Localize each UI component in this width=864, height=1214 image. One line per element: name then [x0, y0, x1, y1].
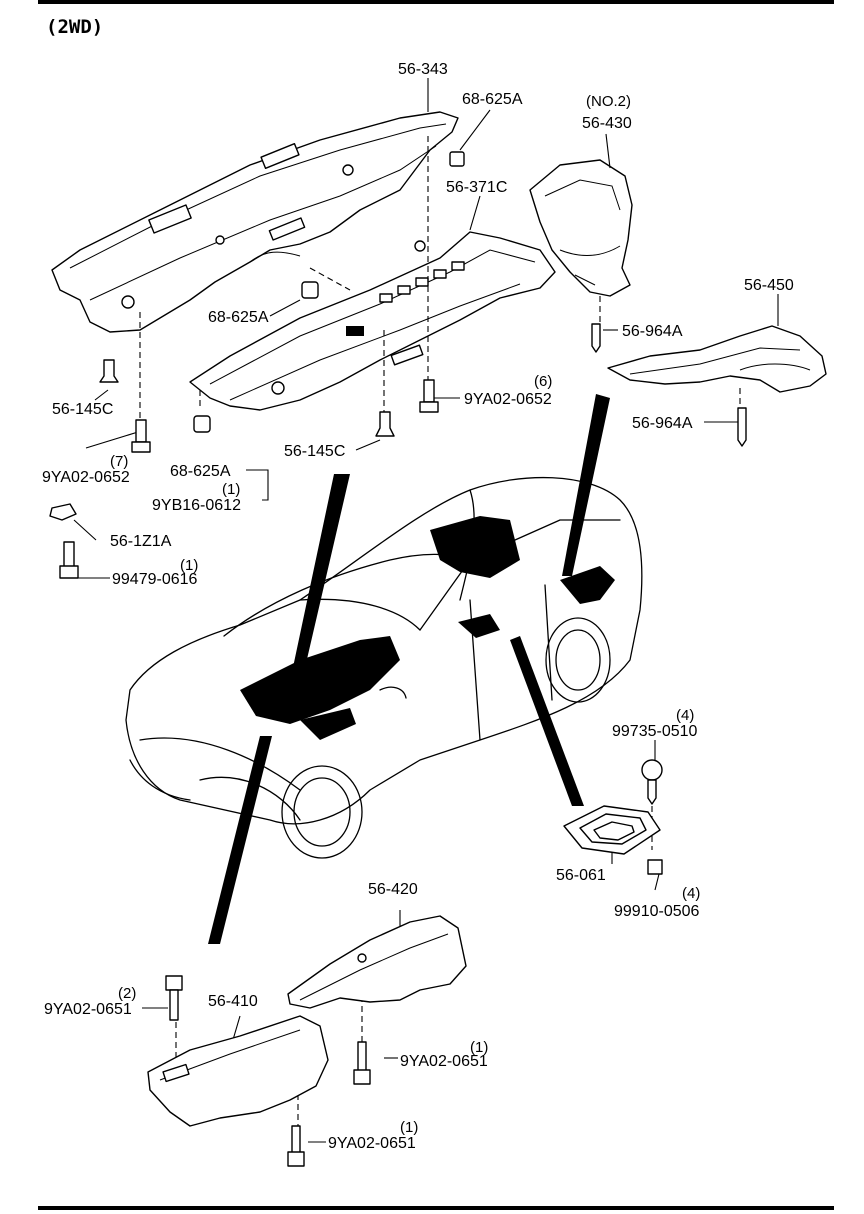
clip-icon — [375, 411, 395, 437]
label-56-420: 56-420 — [368, 881, 418, 898]
bolt-icon — [287, 1125, 305, 1167]
label-56-343: 56-343 — [398, 61, 448, 78]
label-qty-1-b: (1) — [180, 557, 198, 574]
label-56-1Z1A: 56-1Z1A — [110, 533, 172, 550]
screw-icon — [591, 323, 601, 353]
screw-icon — [737, 407, 747, 447]
shield-56-410 — [147, 1015, 329, 1127]
label-56-430: 56-430 — [582, 115, 632, 132]
label-9YA02-0651-a: 9YA02-0651 — [44, 1001, 132, 1018]
under-cover-56-371C — [189, 231, 556, 411]
vent-slots — [379, 261, 465, 303]
label-no2: (NO.2) — [586, 93, 631, 110]
under-cover-56-343 — [51, 111, 459, 333]
screw-icon — [641, 759, 663, 805]
label-68-625A-top: 68-625A — [462, 91, 523, 108]
plug-56-061 — [563, 805, 661, 855]
bolt-icon — [353, 1041, 371, 1085]
fasteners — [49, 151, 747, 1167]
label-9YA02-0651-c: 9YA02-0651 — [328, 1135, 416, 1152]
shield-56-430 — [529, 159, 633, 297]
bottom-rule — [38, 1206, 834, 1210]
label-qty-7: (7) — [110, 453, 128, 470]
bracket-icon — [49, 503, 77, 521]
variant-label: (2WD) — [46, 16, 103, 38]
clip-icon — [99, 359, 119, 383]
shield-56-450 — [607, 325, 827, 393]
label-qty-1-c: (1) — [470, 1039, 488, 1056]
top-rule — [38, 0, 834, 4]
car-illustration — [125, 394, 643, 944]
label-9YA02-0652-left: 9YA02-0652 — [42, 469, 130, 486]
shield-56-420 — [287, 915, 467, 1009]
label-99479-0616: 99479-0616 — [112, 571, 198, 588]
pointer-arrow — [208, 736, 272, 944]
nut-icon — [449, 151, 465, 167]
label-56-964A-b: 56-964A — [632, 415, 693, 432]
label-qty-4-b: (4) — [682, 885, 700, 902]
part-labels: 56-343 68-625A (NO.2) 56-430 56-371C 56-… — [42, 61, 794, 1152]
label-56-145C-mid: 56-145C — [284, 443, 345, 460]
label-56-371C: 56-371C — [446, 179, 507, 196]
bolt-icon — [131, 419, 151, 453]
bolt-icon — [59, 541, 79, 579]
label-56-964A-a: 56-964A — [622, 323, 683, 340]
label-9YA02-0651-b: 9YA02-0651 — [400, 1053, 488, 1070]
bolt-icon — [165, 975, 183, 1021]
label-68-625A-mid: 68-625A — [208, 309, 269, 326]
label-qty-1-d: (1) — [400, 1119, 418, 1136]
label-56-145C-left: 56-145C — [52, 401, 113, 418]
pointer-arrow — [510, 636, 584, 806]
label-56-061: 56-061 — [556, 867, 606, 884]
label-56-450: 56-450 — [744, 277, 794, 294]
label-qty-4-a: (4) — [676, 707, 694, 724]
label-99910-0506: 99910-0506 — [614, 903, 700, 920]
label-56-410: 56-410 — [208, 993, 258, 1010]
bolt-icon — [419, 379, 439, 413]
pointer-arrow — [562, 394, 610, 576]
label-qty-6: (6) — [534, 373, 552, 390]
label-qty-2: (2) — [118, 985, 136, 1002]
label-99735-0510: 99735-0510 — [612, 723, 698, 740]
label-9YB16-0612: 9YB16-0612 — [152, 497, 241, 514]
label-9YA02-0652-right: 9YA02-0652 — [464, 391, 552, 408]
label-68-625A-low: 68-625A — [170, 463, 231, 480]
label-qty-1-a: (1) — [222, 481, 240, 498]
nut-icon — [301, 281, 319, 299]
nut-icon — [193, 415, 211, 433]
clip-icon — [647, 859, 663, 875]
pointer-arrow — [292, 474, 350, 672]
